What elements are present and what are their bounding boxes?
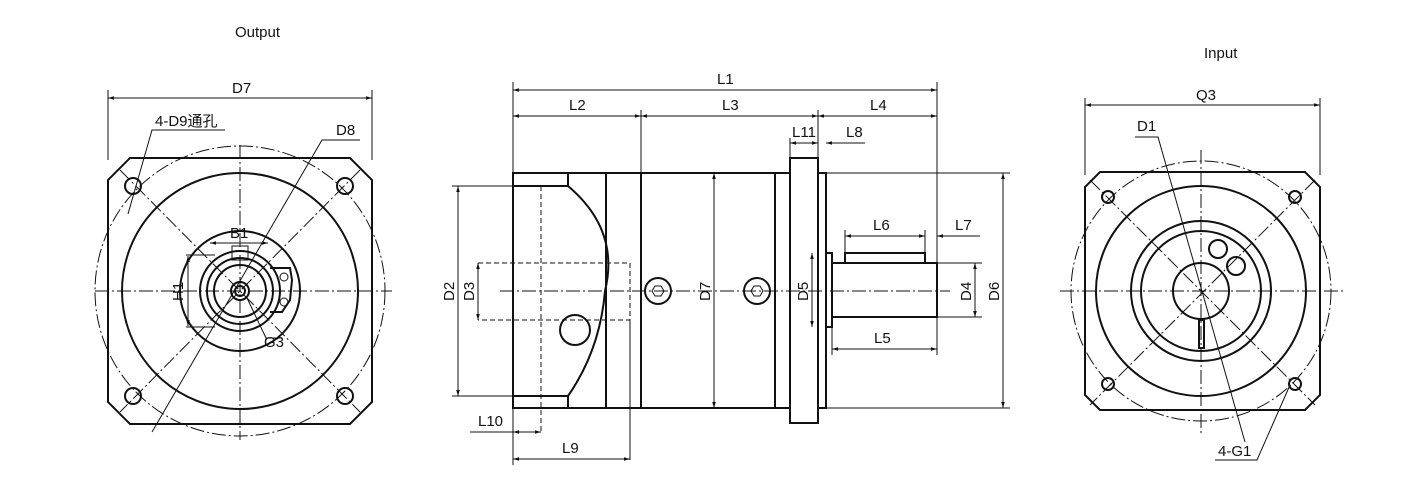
side-d3-label: D3 bbox=[461, 282, 478, 301]
side-l11-label: L11 bbox=[792, 124, 816, 141]
output-b1-label: B1 bbox=[230, 225, 248, 242]
output-h1-label: H1 bbox=[170, 282, 187, 301]
side-l9-label: L9 bbox=[562, 440, 579, 457]
screw-head bbox=[644, 277, 672, 305]
side-l2-label: L2 bbox=[569, 97, 586, 114]
output-shaft bbox=[831, 262, 938, 318]
side-l10-label: L10 bbox=[478, 413, 503, 430]
side-d7-label: D7 bbox=[697, 282, 714, 301]
input-d1-label: D1 bbox=[1137, 118, 1156, 135]
screw-head bbox=[743, 277, 771, 305]
output-d7-label: D7 bbox=[232, 80, 251, 97]
input-flange bbox=[1084, 171, 1321, 411]
input-view: Input Q3 D1 4-G1 bbox=[1060, 45, 1345, 461]
output-d8-label: D8 bbox=[336, 122, 355, 139]
output-view: Output D7 4-D9通孔 D8 B1 H1 G3 bbox=[94, 24, 392, 440]
side-l8-label: L8 bbox=[846, 124, 863, 141]
side-l3-label: L3 bbox=[722, 97, 739, 114]
output-g3-label: G3 bbox=[264, 334, 284, 351]
mounting-holes bbox=[124, 177, 354, 405]
output-flange bbox=[107, 157, 373, 425]
input-mounting-holes bbox=[1101, 190, 1302, 391]
input-title: Input bbox=[1204, 45, 1238, 62]
output-title: Output bbox=[235, 24, 281, 41]
side-d2-label: D2 bbox=[441, 282, 458, 301]
side-d5-label: D5 bbox=[795, 282, 812, 301]
shaft-key bbox=[844, 252, 926, 264]
side-d4-label: D4 bbox=[958, 282, 975, 301]
side-l6-label: L6 bbox=[873, 217, 890, 234]
input-q3-label: Q3 bbox=[1196, 87, 1216, 104]
side-view: L1 L2 L3 L4 L11 L8 D2 D3 D7 D5 D4 D6 L6 … bbox=[441, 71, 1010, 465]
side-l1-label: L1 bbox=[717, 71, 734, 88]
side-d6-label: D6 bbox=[986, 282, 1003, 301]
side-l7-label: L7 bbox=[955, 217, 972, 234]
side-l4-label: L4 bbox=[870, 97, 887, 114]
input-g1-label: 4-G1 bbox=[1218, 443, 1251, 460]
side-l5-label: L5 bbox=[874, 330, 891, 347]
output-d9-label: 4-D9通孔 bbox=[155, 113, 218, 130]
